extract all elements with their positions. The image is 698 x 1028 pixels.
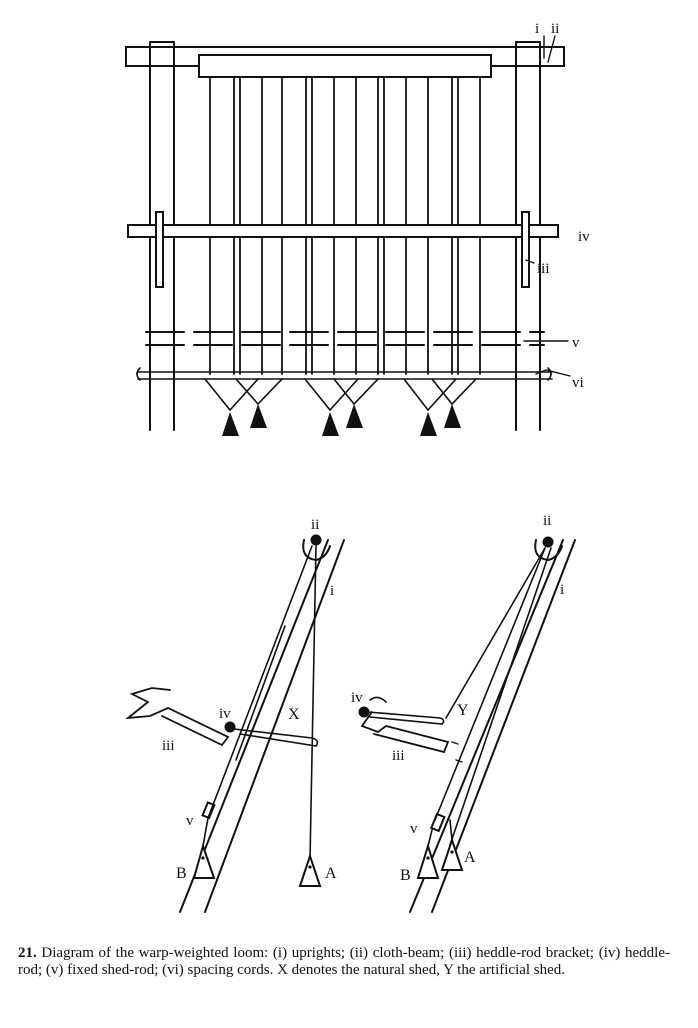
side-view-natural-shed [125,534,345,913]
label-shed-rod: v [410,821,418,837]
cloth-beam-dot [310,534,322,546]
shed-rod [201,801,216,820]
weight-b [416,842,440,879]
label-weight-b: B [176,865,187,882]
shed-rod [429,812,446,833]
label-cloth-beam: ii [543,513,551,529]
label-cloth-beam: ii [551,21,559,37]
figure-caption: 21. Diagram of the warp-weighted loom: (… [18,945,670,979]
label-heddle-rod: iv [219,706,231,722]
heddle-rod-dot [224,721,236,733]
front-view-labels: i ii iv iii v vi [535,21,590,391]
weight-a [440,836,464,871]
left-side-labels: ii i iv X iii v B A [162,517,337,882]
label-weight-b: B [400,867,411,884]
weight-cords [204,378,477,412]
label-weight-a: A [325,865,337,882]
cloth-beam [198,54,492,78]
label-heddle-rod-bracket: iii [537,261,550,277]
caption-text: Diagram of the warp-weighted loom: (i) u… [18,945,671,978]
loom-weights [222,404,461,436]
label-heddle-rod: iv [578,229,590,245]
label-uprights: i [535,21,539,37]
upright-back-edge [204,539,345,913]
heddle-rod [127,224,559,238]
right-side-labels: ii i iv Y iii v B A [351,513,564,884]
label-bracket: iii [392,748,405,764]
label-artificial-shed: Y [457,702,469,719]
label-shed-rod: v [572,335,580,351]
label-upright: i [330,583,334,599]
label-pointers [523,35,571,377]
heddle-rod-bracket [360,711,450,754]
shed-rod [145,331,545,346]
front-view [125,35,571,436]
caption-number: 21. [18,945,37,961]
label-weight-a: A [464,849,476,866]
heddle-rod-brackets [155,211,530,288]
upright-front-edge [409,539,564,913]
weight-b [192,842,216,879]
label-bracket: iii [162,738,175,754]
heddle-rod-dot [358,706,370,718]
side-view-artificial-shed [358,536,576,913]
spacing-cords [136,367,553,381]
label-heddle-rod: iv [351,690,363,706]
weight-a [298,852,322,887]
heddle-rod-bracket [125,687,230,747]
label-cloth-beam: ii [311,517,319,533]
cloth-beam-dot [542,536,554,548]
label-natural-shed: X [288,706,300,723]
label-spacing-cords: vi [572,375,584,391]
label-upright: i [560,582,564,598]
label-shed-rod: v [186,813,194,829]
